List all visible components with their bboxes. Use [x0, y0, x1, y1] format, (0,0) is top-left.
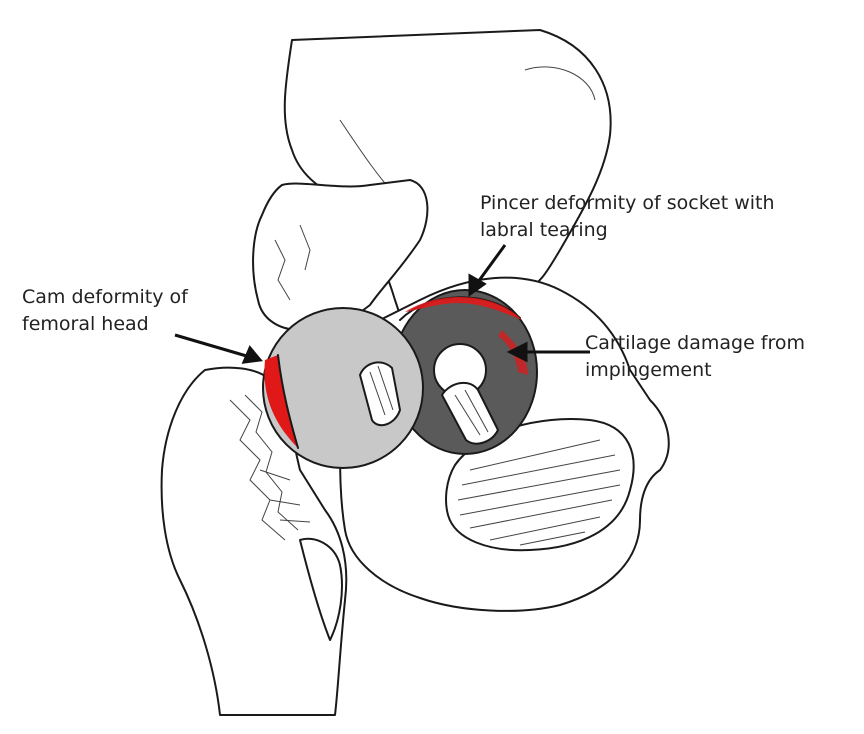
spine-texture [274, 224, 311, 301]
cam-lesion-edge [277, 354, 299, 449]
arrow-pincer [468, 244, 507, 297]
cam-label-line-1: Cam deformity of [22, 286, 188, 308]
cam-deformity-label: Cam deformity of femoral head [22, 284, 188, 338]
cam-label-line-2: femoral head [22, 313, 149, 335]
ligamentum-stump [359, 361, 401, 427]
anterior-spine-bone [252, 179, 429, 331]
stump-texture [369, 365, 394, 416]
pincer-deformity-label: Pincer deformity of socket with labral t… [480, 190, 775, 244]
ligamentum-texture [454, 389, 489, 436]
pincer-label-line-2: labral tearing [480, 219, 608, 241]
foramen-hatching [457, 439, 621, 546]
cartilage-label-line-2: impingement [585, 359, 712, 381]
femoral-head [262, 307, 424, 469]
pincer-tear [405, 297, 522, 320]
arrow-cartilage [506, 341, 590, 363]
ligamentum-teres-socket [441, 381, 499, 445]
pincer-label-line-1: Pincer deformity of socket with [480, 192, 775, 214]
capsule-fringe [229, 394, 311, 541]
greater-trochanter [299, 537, 343, 641]
cartilage-damage-label: Cartilage damage from impingement [585, 330, 805, 384]
cartilage-label-line-1: Cartilage damage from [585, 332, 806, 354]
arrow-cam [174, 333, 263, 364]
cam-deformity-red [264, 355, 298, 448]
